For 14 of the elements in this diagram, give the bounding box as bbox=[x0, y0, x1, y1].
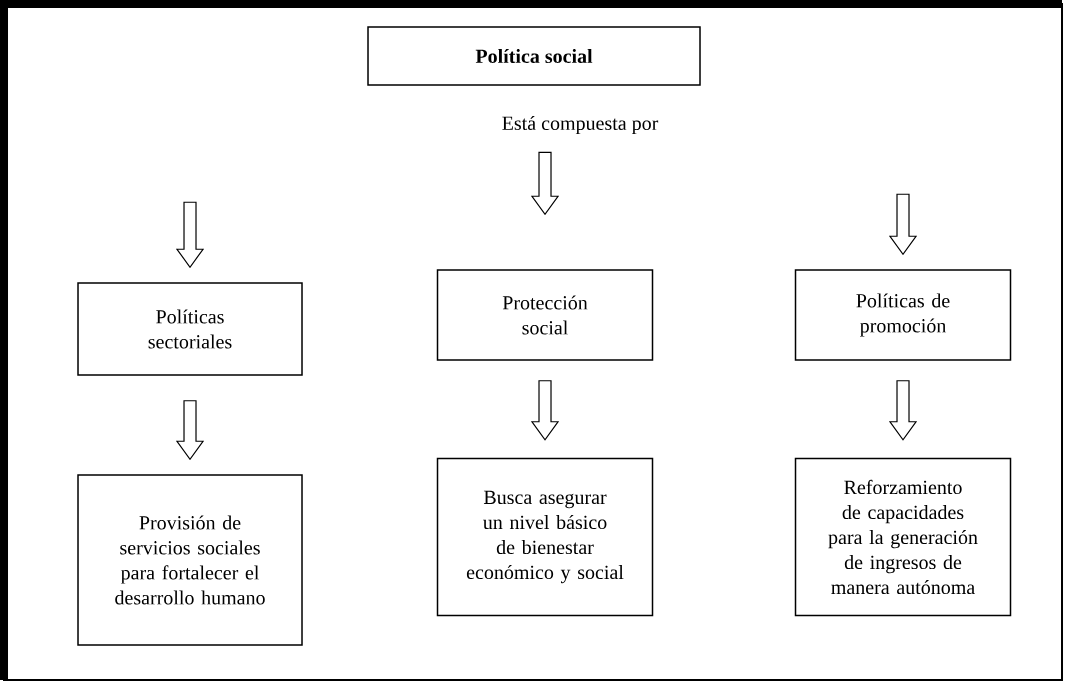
concept-box: Busca asegurar un nivel básico de bienestar económico y social bbox=[436, 457, 654, 617]
block-arrow bbox=[175, 201, 205, 269]
concept-box: Protección social bbox=[436, 269, 654, 361]
concept-box: Políticas de promoción bbox=[794, 269, 1012, 361]
block-arrow bbox=[888, 380, 918, 441]
caption-text: Está compuesta por bbox=[502, 115, 659, 135]
concept-box: Provisión de servicios sociales para fortalecer el desarrollo humano bbox=[77, 474, 303, 646]
block-arrow bbox=[888, 193, 918, 256]
block-arrow bbox=[175, 400, 205, 461]
title-box: Política social bbox=[367, 26, 701, 86]
concept-box: Reforzamiento de capacidades para la generación de ingresos de manera autónoma bbox=[794, 457, 1012, 617]
concept-box: Políticas sectoriales bbox=[77, 282, 303, 376]
block-arrow bbox=[530, 380, 560, 441]
block-arrow bbox=[530, 151, 560, 216]
